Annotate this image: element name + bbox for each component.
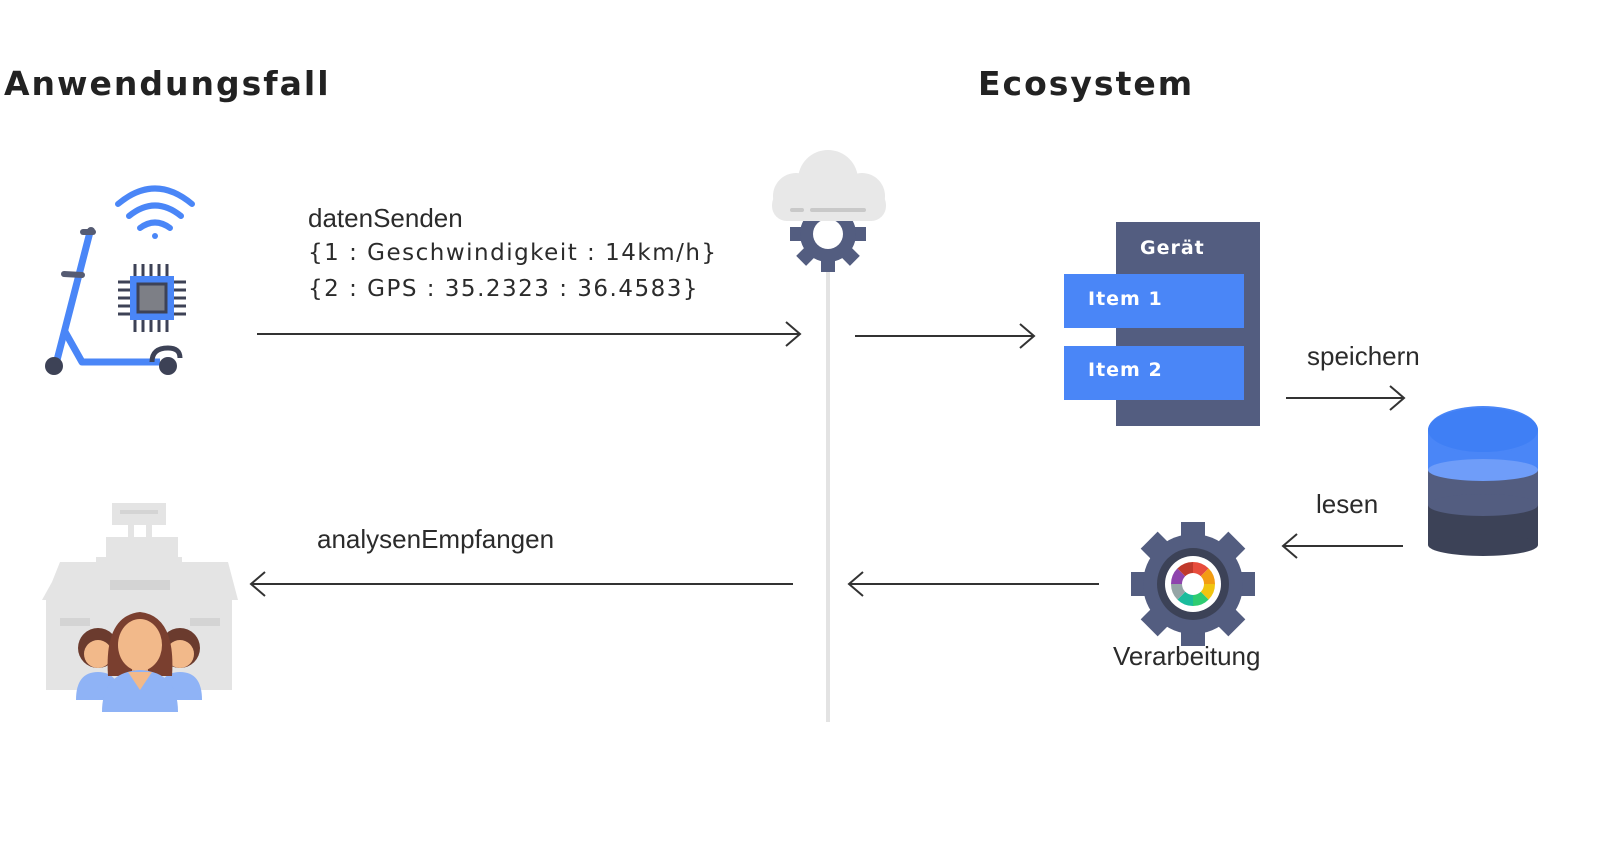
device-title: Gerät bbox=[1140, 237, 1205, 259]
device-item-2 bbox=[1064, 346, 1244, 400]
company-people-icon bbox=[42, 503, 238, 712]
processing-gear-icon bbox=[1131, 522, 1255, 646]
device-item-1 bbox=[1064, 274, 1244, 328]
scooter-icon bbox=[45, 227, 183, 375]
payload-line-2: {2 : GPS : 35.2323 : 36.4583} bbox=[308, 276, 700, 302]
cloud-gear-icon bbox=[772, 150, 886, 272]
processing-label: Verarbeitung bbox=[1113, 641, 1261, 671]
arrow-store bbox=[1286, 385, 1406, 411]
arrow-read bbox=[1281, 533, 1403, 559]
receive-label: analysenEmpfangen bbox=[317, 524, 555, 554]
arrow-processing-to-bus bbox=[847, 571, 1099, 597]
device-item-1-label: Item 1 bbox=[1088, 288, 1163, 310]
send-label: datenSenden bbox=[308, 203, 463, 233]
arrow-cloud-to-device bbox=[855, 323, 1036, 349]
arrow-receive bbox=[249, 571, 793, 597]
use-case-title: Anwendungsfall bbox=[4, 64, 331, 103]
device-item-2-label: Item 2 bbox=[1088, 359, 1163, 381]
arrow-send-to-cloud bbox=[257, 321, 802, 347]
chip-icon bbox=[118, 264, 186, 332]
read-label: lesen bbox=[1316, 489, 1379, 519]
ecosystem-title: Ecosystem bbox=[978, 64, 1195, 103]
database-icon bbox=[1428, 406, 1538, 556]
store-label: speichern bbox=[1307, 341, 1420, 371]
wifi-icon bbox=[115, 185, 195, 239]
payload-line-1: {1 : Geschwindigkeit : 14km/h} bbox=[308, 240, 718, 266]
